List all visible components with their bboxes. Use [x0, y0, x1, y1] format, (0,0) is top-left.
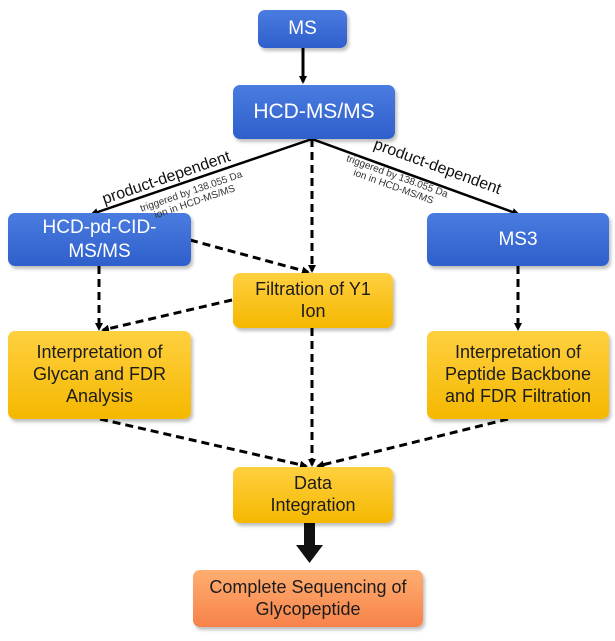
- node-ms-label: MS: [288, 18, 317, 40]
- edge-integration-to-complete: [296, 523, 323, 563]
- edge-peptide-to-integration: [316, 417, 509, 469]
- node-data-integration: Data Integration: [233, 467, 393, 523]
- edge-hcd-to-ms3: [311, 137, 520, 216]
- node-interpretation-peptide: Interpretation of Peptide Backbone and F…: [427, 331, 609, 419]
- node-hcd-pd-cid-label-1: HCD-pd-CID-: [42, 217, 157, 239]
- node-filtration-label-2: Ion: [300, 300, 326, 321]
- node-filtration-y1: Filtration of Y1 Ion: [233, 273, 393, 328]
- edge-glycan-to-integration: [99, 417, 308, 469]
- edge-pdcid-to-filtration: [189, 238, 310, 275]
- node-complete-sequencing: Complete Sequencing of Glycopeptide: [193, 570, 423, 627]
- node-hcd-pd-cid-msms: HCD-pd-CID- MS/MS: [8, 213, 191, 266]
- edge-filtration-to-glycan: [101, 298, 233, 333]
- node-complete-label-1: Complete Sequencing of: [209, 576, 407, 597]
- node-filtration-label-1: Filtration of Y1: [255, 278, 371, 299]
- node-ms: MS: [258, 10, 347, 48]
- node-complete-label-2: Glycopeptide: [255, 598, 361, 619]
- node-integration-label-1: Data: [293, 473, 333, 494]
- node-peptide-label-3: and FDR Filtration: [444, 385, 592, 406]
- node-hcd-pd-cid-label-2: MS/MS: [68, 240, 131, 262]
- node-ms3-label: MS3: [498, 228, 538, 250]
- node-peptide-label-2: Peptide Backbone: [444, 364, 592, 385]
- node-glycan-label-3: Analysis: [65, 385, 134, 406]
- node-glycan-label-2: Glycan and FDR: [32, 364, 167, 385]
- node-integration-label-2: Integration: [270, 495, 356, 515]
- node-glycan-label-1: Interpretation of: [36, 342, 163, 363]
- node-hcd-msms: HCD-MS/MS: [233, 85, 395, 139]
- node-hcd-msms-label: HCD-MS/MS: [253, 100, 375, 124]
- node-interpretation-glycan: Interpretation of Glycan and FDR Analysi…: [8, 331, 191, 419]
- node-peptide-label-1: Interpretation of: [454, 342, 582, 363]
- edge-hcd-to-pdcid: [90, 137, 313, 216]
- node-ms3: MS3: [427, 213, 609, 266]
